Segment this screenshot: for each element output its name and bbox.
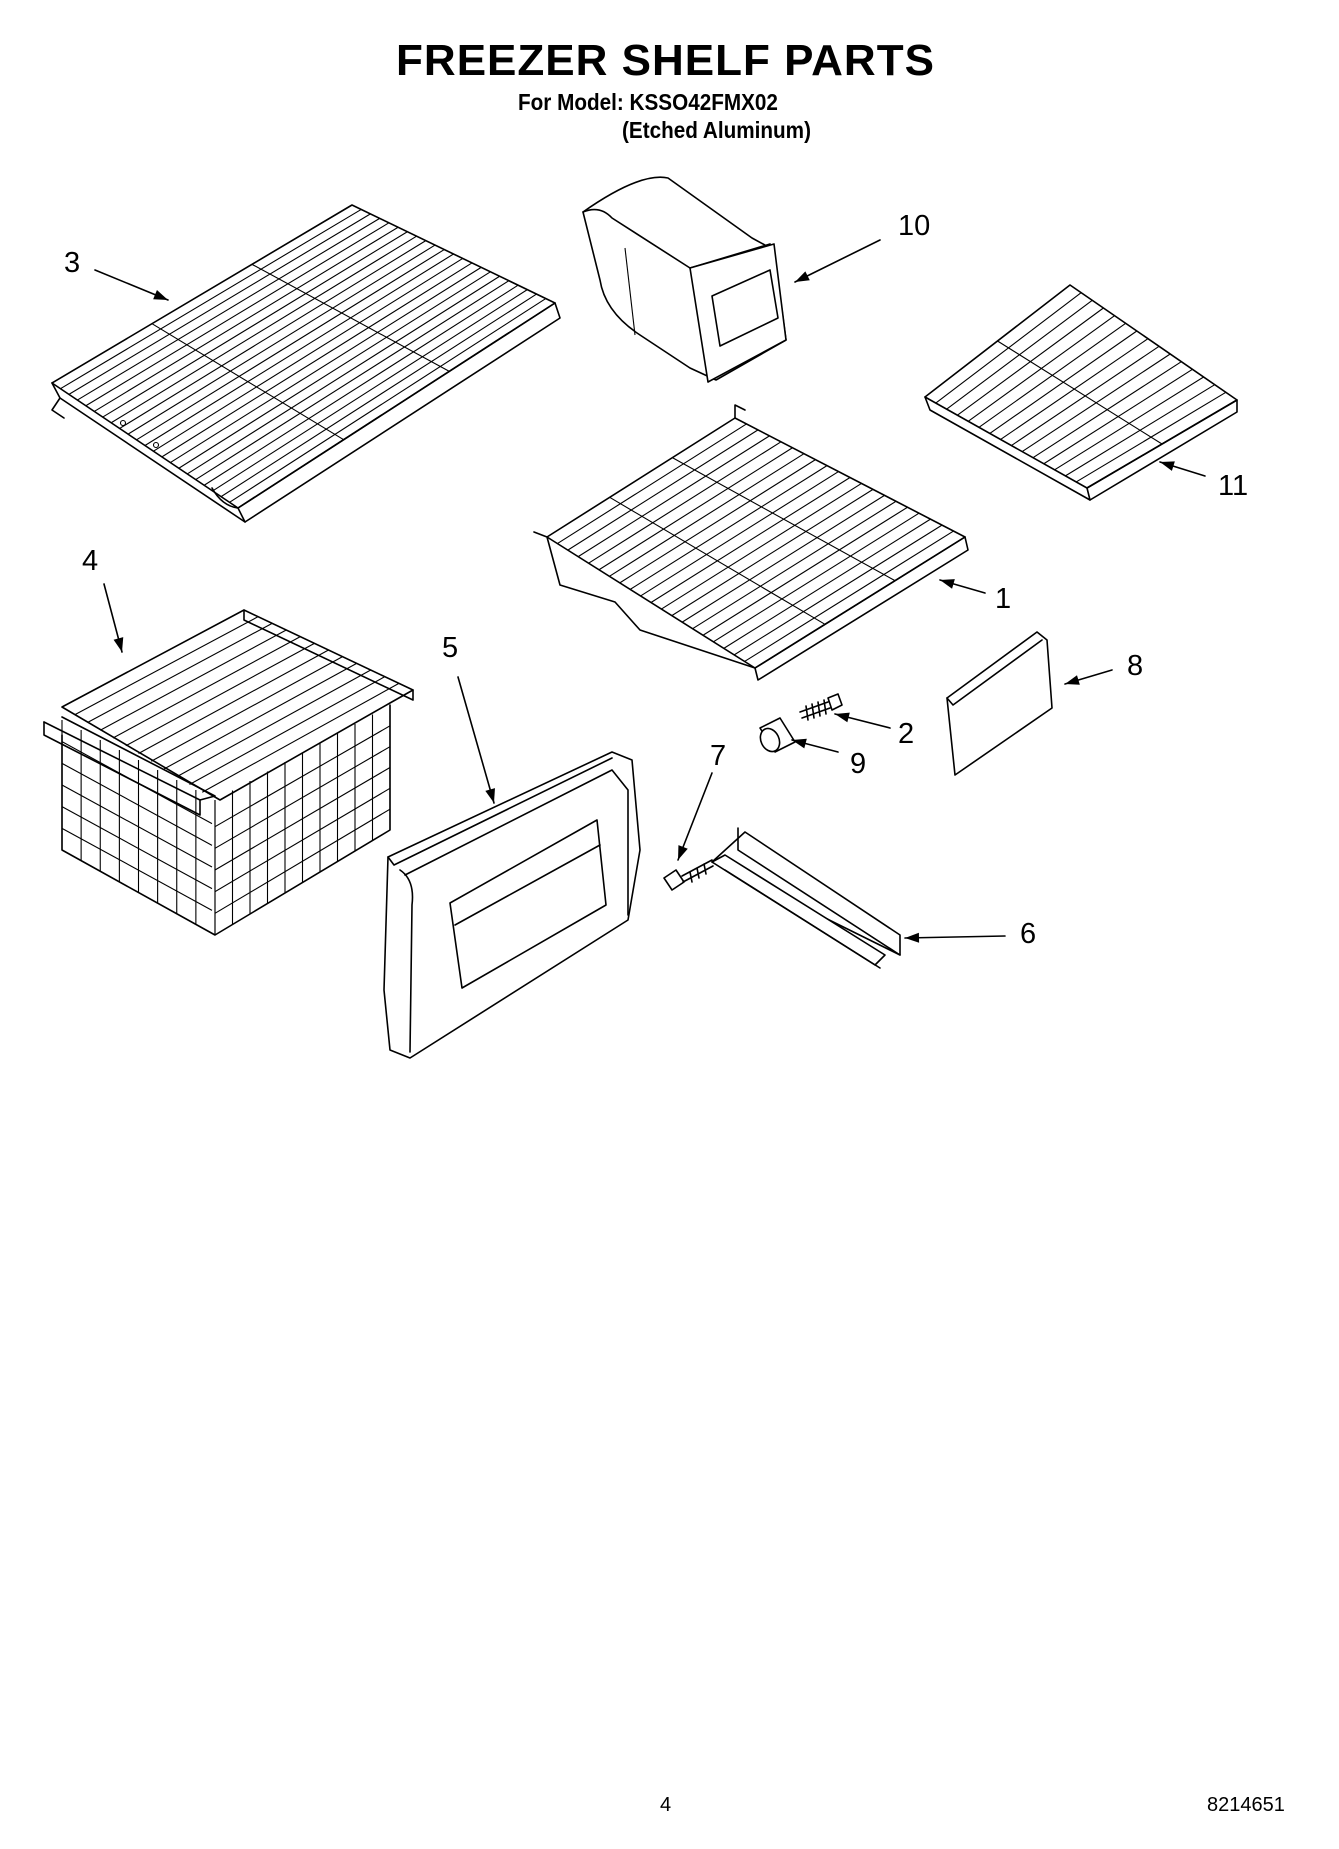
part-5-drawer-front xyxy=(384,752,640,1058)
callout-4: 4 xyxy=(82,545,99,577)
callout-5: 5 xyxy=(442,632,459,664)
model-line: For Model: KSSO42FMX02 xyxy=(518,89,778,115)
part-3-wire-shelf xyxy=(52,205,560,522)
callout-1: 1 xyxy=(995,583,1012,615)
document-number: 8214651 xyxy=(1207,1794,1285,1816)
part-10-bin xyxy=(583,177,786,382)
callout-6: 6 xyxy=(1020,918,1037,950)
callout-3: 3 xyxy=(64,247,81,279)
callout-11: 11 xyxy=(1218,470,1249,502)
part-6-rail xyxy=(712,828,900,968)
callout-9: 9 xyxy=(850,748,867,780)
page-title: FREEZER SHELF PARTS xyxy=(396,36,935,85)
callout-8: 8 xyxy=(1127,650,1144,682)
part-4-wire-basket xyxy=(44,610,413,935)
page-number: 4 xyxy=(660,1794,672,1816)
leader-arrows xyxy=(95,240,1205,943)
callout-10: 10 xyxy=(898,210,931,242)
callout-7: 7 xyxy=(710,740,727,772)
part-7-screw xyxy=(664,860,713,890)
part-9-spacer xyxy=(757,718,795,755)
part-1-wire-shelf xyxy=(534,405,968,680)
finish-line: (Etched Aluminum) xyxy=(622,117,811,143)
part-11-small-shelf xyxy=(925,285,1237,500)
part-8-panel xyxy=(947,632,1052,775)
part-2-screw xyxy=(800,694,842,720)
callout-2: 2 xyxy=(898,718,915,750)
